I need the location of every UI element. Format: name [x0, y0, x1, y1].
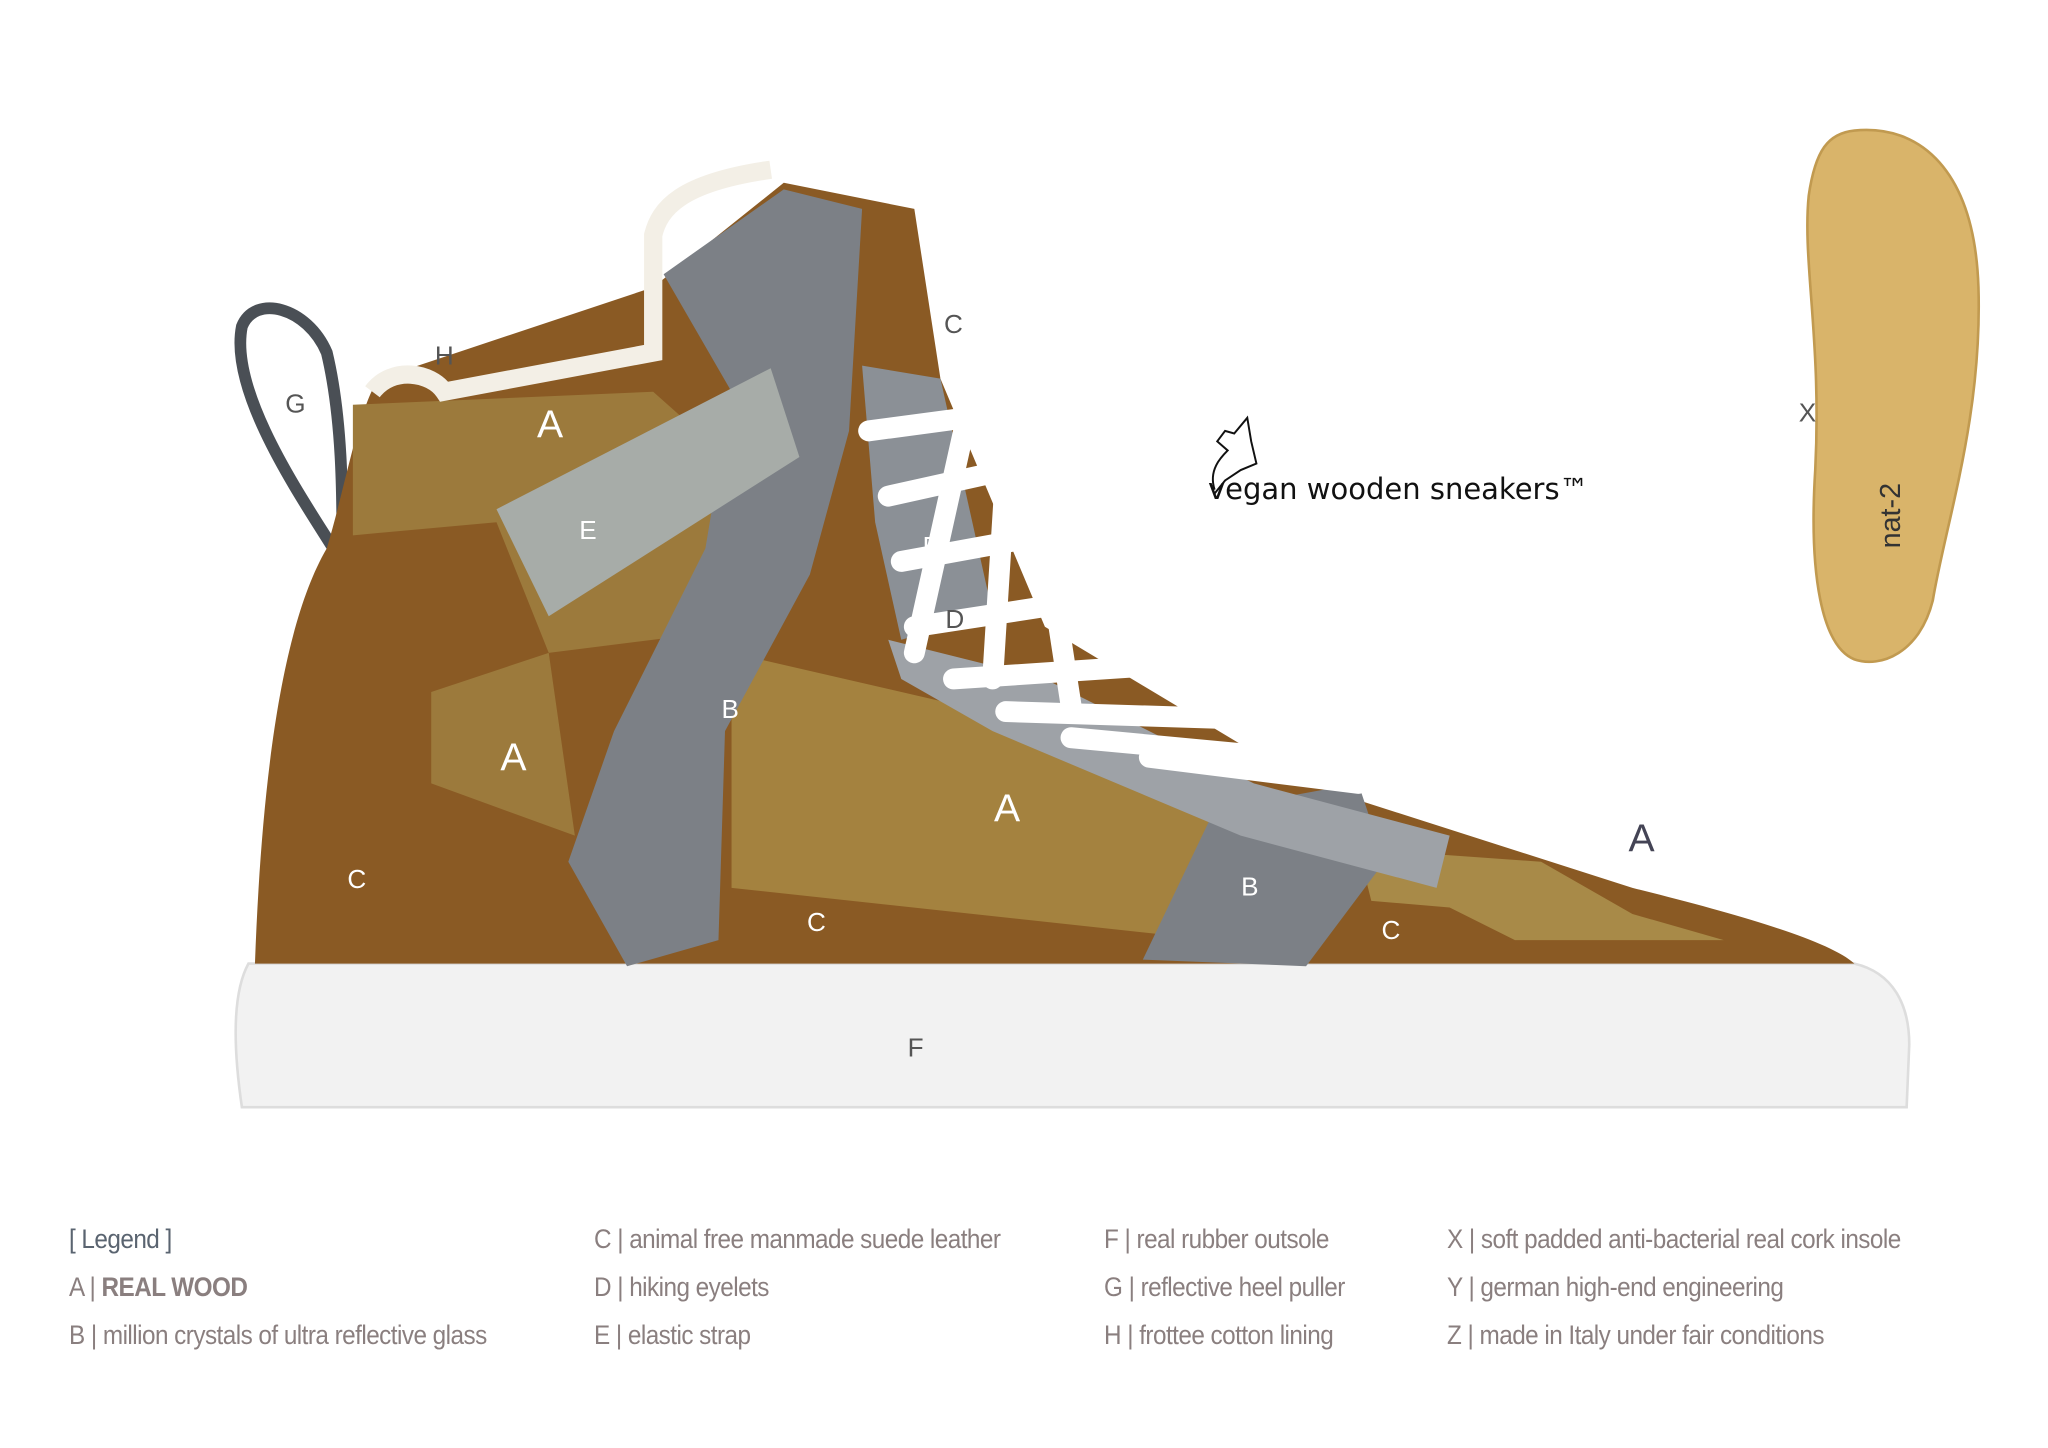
legend-sep: |: [1121, 1320, 1140, 1350]
legend-key: X: [1447, 1224, 1463, 1254]
callout-b: B: [923, 531, 940, 561]
legend-key: F: [1104, 1224, 1119, 1254]
legend-text: hiking eyelets: [629, 1272, 769, 1302]
heel-puller: [234, 302, 349, 552]
legend-sep: |: [1462, 1224, 1481, 1254]
callout-a: A: [1629, 817, 1656, 860]
legend-item-y: Y | german high-end engineering: [1447, 1272, 1784, 1303]
insole-logo: nat-2: [1875, 483, 1907, 548]
callout-e: E: [579, 515, 596, 545]
legend-item-x: X | soft padded anti-bacterial real cork…: [1447, 1224, 1901, 1255]
legend-sep: |: [1118, 1224, 1137, 1254]
legend-text: animal free manmade suede leather: [629, 1224, 1001, 1254]
callout-d: D: [945, 604, 964, 634]
legend-item-c: C | animal free manmade suede leather: [594, 1224, 1001, 1255]
leaf-icon: [1212, 415, 1258, 495]
legend-text: real rubber outsole: [1136, 1224, 1330, 1254]
legend-item-b: B | million crystals of ultra reflective…: [69, 1320, 487, 1351]
legend-sep: |: [611, 1224, 630, 1254]
callout-h: H: [435, 340, 454, 370]
legend-sep: |: [1122, 1272, 1141, 1302]
legend-item-e: E | elastic strap: [594, 1320, 751, 1351]
legend-item-g: G | reflective heel puller: [1104, 1272, 1345, 1303]
legend-key: C: [594, 1224, 612, 1254]
legend-text: REAL WOOD: [101, 1272, 248, 1302]
callout-b: B: [722, 694, 739, 724]
wood-panel-toe: [1358, 848, 1724, 941]
callout-c: C: [347, 864, 366, 894]
legend-key: D: [594, 1272, 612, 1302]
legend-text: german high-end engineering: [1480, 1272, 1784, 1302]
callout-a: A: [500, 736, 527, 779]
legend-key: Y: [1447, 1272, 1463, 1302]
callout-f: F: [908, 1032, 924, 1062]
cork-insole: [1806, 128, 1981, 664]
legend-text: reflective heel puller: [1140, 1272, 1346, 1302]
legend-sep: |: [609, 1320, 628, 1350]
legend-text: soft padded anti-bacterial real cork ins…: [1480, 1224, 1901, 1254]
legend-sep: |: [1461, 1320, 1480, 1350]
legend-item-f: F | real rubber outsole: [1104, 1224, 1329, 1255]
legend-item-d: D | hiking eyelets: [594, 1272, 769, 1303]
callout-g: G: [285, 389, 305, 419]
reflective-strap: [568, 189, 863, 967]
legend-sep: |: [1462, 1272, 1481, 1302]
legend-sep: |: [84, 1320, 103, 1350]
legend-key: H: [1104, 1320, 1122, 1350]
outsole: [234, 962, 1911, 1109]
legend-title: [ Legend ]: [69, 1224, 172, 1254]
legend-key: E: [594, 1320, 610, 1350]
legend-item-h: H | frottee cotton lining: [1104, 1320, 1334, 1351]
legend-key: A: [69, 1272, 84, 1302]
legend-text: elastic strap: [627, 1320, 751, 1350]
legend-sep: |: [611, 1272, 630, 1302]
legend-sep: |: [83, 1272, 102, 1302]
elastic-strap: [496, 368, 800, 617]
callout-c: C: [807, 907, 826, 937]
legend-text: million crystals of ultra reflective gla…: [102, 1320, 487, 1350]
legend-text: made in Italy under fair conditions: [1479, 1320, 1825, 1350]
wood-panel-heel: [431, 652, 575, 836]
legend-item-z: Z | made in Italy under fair conditions: [1447, 1320, 1825, 1351]
wood-panel-quarter: [731, 652, 1267, 941]
legend-key: B: [69, 1320, 85, 1350]
legend-item-a: A | REAL WOOD: [69, 1272, 248, 1303]
legend-text: frottee cotton lining: [1139, 1320, 1334, 1350]
callout-a: A: [537, 403, 564, 446]
callout-x: X: [1799, 398, 1816, 428]
callout-c: C: [1381, 915, 1400, 945]
callout-b: B: [1241, 872, 1258, 902]
laces: [858, 407, 1369, 794]
callout-a: A: [994, 787, 1021, 830]
legend-key: Z: [1447, 1320, 1462, 1350]
legend-key: G: [1104, 1272, 1123, 1302]
callout-c: C: [944, 309, 963, 339]
brand-tagline: vegan wooden sneakers™: [1208, 472, 1589, 506]
collar-lining: [365, 160, 772, 402]
